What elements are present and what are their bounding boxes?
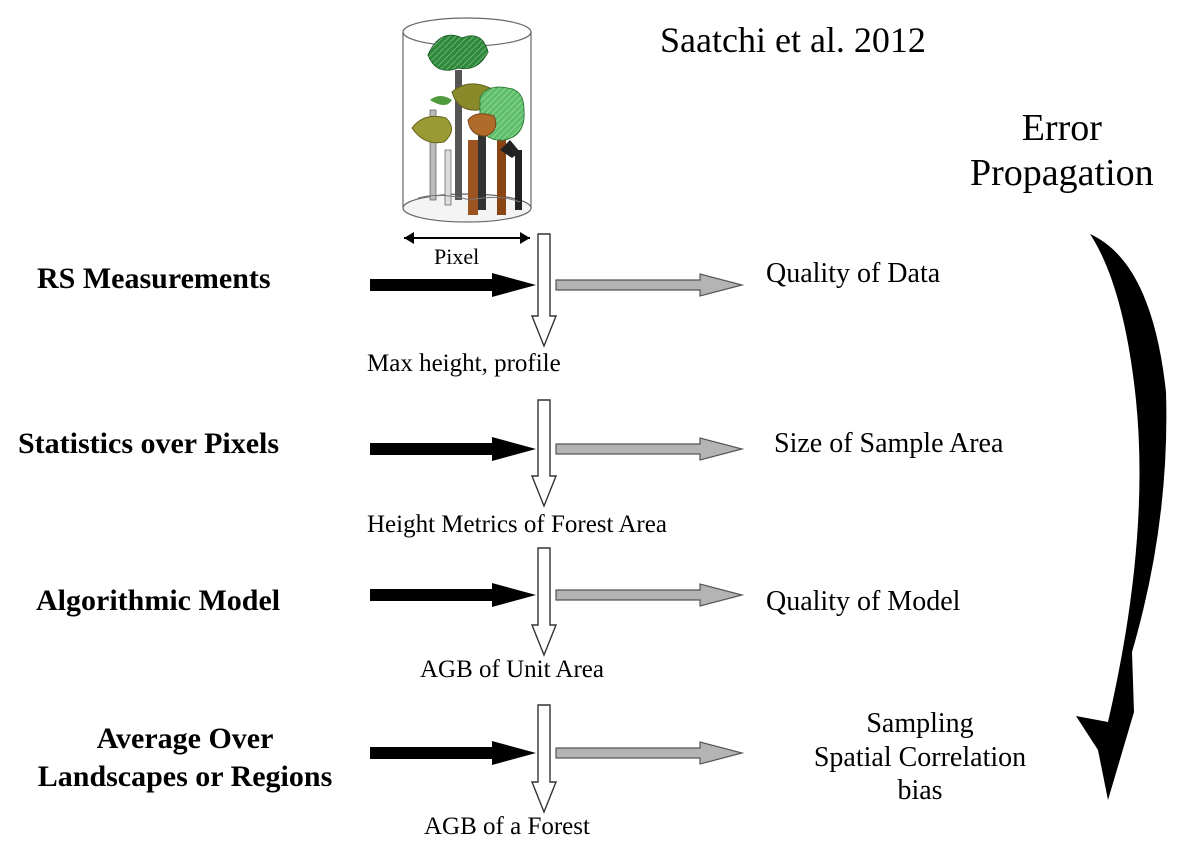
pixel-label: Pixel xyxy=(434,244,480,269)
result-height-metrics: Height Metrics of Forest Area xyxy=(367,511,667,538)
gray-arrow-icon xyxy=(555,583,745,607)
step-label-rs-measurements: RS Measurements xyxy=(37,262,271,295)
output-sampling-bias: Sampling Spatial Correlation bias xyxy=(813,708,1027,807)
step-label-average: Average Over Landscapes or Regions xyxy=(37,722,333,793)
result-max-height: Max height, profile xyxy=(367,350,561,377)
hollow-down-arrow-icon xyxy=(530,547,558,657)
pixel-width-arrow xyxy=(404,232,530,244)
black-arrow-icon xyxy=(370,583,536,607)
source-title: Saatchi et al. 2012 xyxy=(660,20,926,60)
error-propagation-label: Error Propagation xyxy=(970,107,1154,194)
gray-arrow-icon xyxy=(555,437,745,461)
result-agb-forest: AGB of a Forest xyxy=(424,813,590,840)
output-size-of-sample-area: Size of Sample Area xyxy=(774,428,1004,459)
gray-arrow-icon xyxy=(555,273,745,297)
gray-arrow-icon xyxy=(555,741,745,765)
hollow-down-arrow-icon xyxy=(530,704,558,814)
black-arrow-icon xyxy=(370,437,536,461)
output-quality-of-data: Quality of Data xyxy=(766,258,941,289)
result-agb-unit-area: AGB of Unit Area xyxy=(420,656,604,683)
hollow-down-arrow-icon xyxy=(530,233,558,348)
black-arrow-icon xyxy=(370,741,536,765)
hollow-down-arrow-icon xyxy=(530,399,558,508)
step-label-algorithmic-model: Algorithmic Model xyxy=(36,584,281,617)
curved-arrow-icon xyxy=(1076,234,1167,800)
forest-cylinder-icon xyxy=(402,17,532,223)
output-quality-of-model: Quality of Model xyxy=(766,586,961,617)
step-label-statistics: Statistics over Pixels xyxy=(18,427,280,460)
black-arrow-icon xyxy=(370,273,536,297)
